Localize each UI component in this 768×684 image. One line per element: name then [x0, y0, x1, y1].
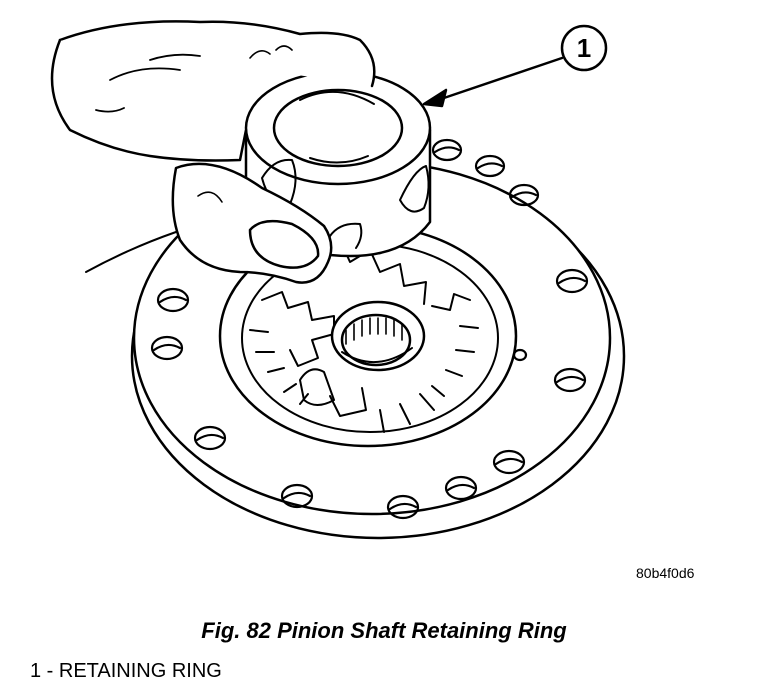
bolt-holes — [150, 138, 589, 520]
bolt-hole — [474, 154, 506, 178]
bolt-hole — [553, 367, 587, 393]
bolt-hole — [386, 494, 420, 520]
bolt-hole — [512, 348, 528, 362]
bolt-hole — [492, 449, 526, 475]
bolt-hole — [431, 138, 463, 162]
legend-item: 1 - RETAINING RING — [30, 660, 222, 682]
pinion-shaft-retaining-ring-illustration — [50, 20, 626, 540]
callout-1 — [422, 24, 608, 108]
callout-number: 1 — [576, 33, 592, 63]
hand — [50, 20, 376, 284]
bolt-hole — [193, 425, 227, 451]
figure-reference-code: 80b4f0d6 — [636, 565, 695, 581]
bolt-hole — [508, 183, 540, 207]
bolt-hole — [150, 335, 184, 361]
bolt-hole — [280, 483, 314, 509]
bolt-hole — [156, 287, 190, 313]
pinion-shaft-bore — [330, 300, 426, 372]
bolt-hole — [444, 475, 478, 501]
figure-caption: Fig. 82 Pinion Shaft Retaining Ring — [201, 618, 567, 643]
bolt-hole — [555, 268, 589, 294]
